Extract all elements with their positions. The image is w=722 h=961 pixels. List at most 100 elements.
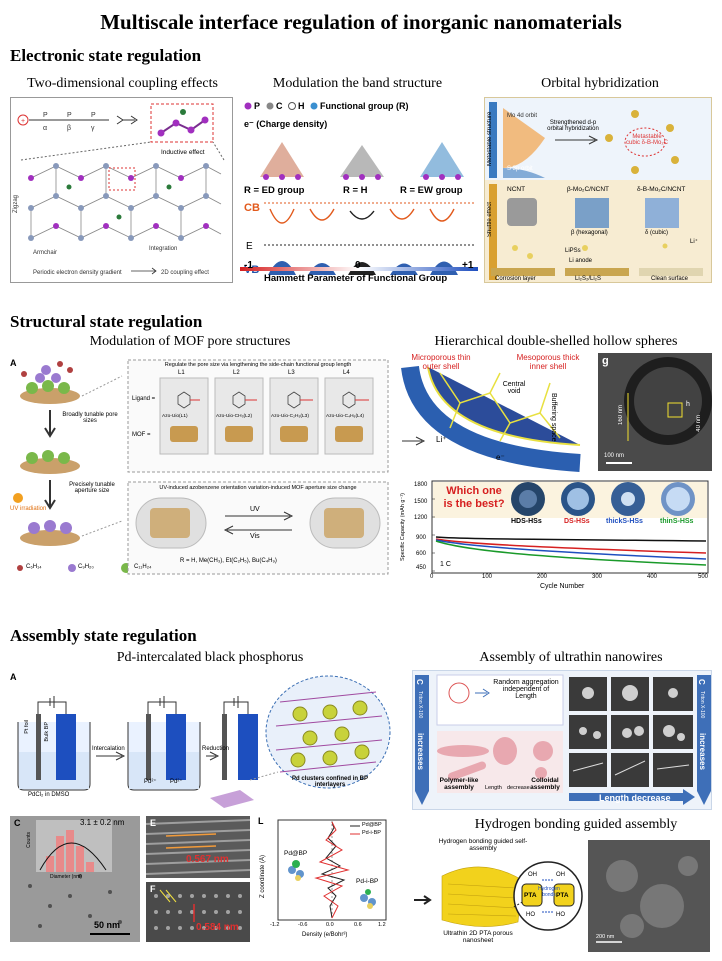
nw-colloidal: Colloidal assembly (530, 777, 560, 791)
page-title: Multiscale interface regulation of inorg… (100, 10, 622, 34)
pdcl2-label: PdCl₂ in DMSO (28, 792, 70, 798)
meso-label: Mesoporous thick inner shell (516, 353, 580, 371)
species-2: C₉H₂₀ (78, 564, 94, 570)
cb-label: CB (244, 202, 260, 214)
scale-max: +1 (462, 260, 474, 271)
metastable-label: Metastable structure (487, 111, 493, 167)
ytick-1800: 1800 (414, 482, 428, 488)
e-label-hollow: e⁻ (496, 453, 505, 462)
tem-d1: 160 nm (618, 405, 624, 426)
nw-decrease: decrease (507, 785, 530, 791)
ligand-eq-label: Ligand = (132, 396, 156, 402)
legend-charge: e⁻ (Charge density) (244, 119, 327, 129)
pd-density-plot: L Z coordinate (Å) Pd@BP Pd-i-BP Pd@BP P… (256, 816, 392, 946)
li-label: Li⁺ (690, 239, 698, 245)
section-heading-electronic: Electronic state regulation (10, 46, 202, 65)
bmo-label: β-Mo₂C/NCNT (567, 186, 610, 193)
hollow-diagram (401, 363, 585, 472)
cubic-label: Metastable cubic δ-B-Mo₂C (625, 134, 668, 146)
pd-l-xtick-1: -1.2 (270, 922, 280, 928)
beta-label: β (67, 125, 71, 132)
alpha-label: α (43, 125, 47, 132)
ligand-l1: L1 (178, 370, 185, 376)
ef-label: E (246, 241, 253, 252)
mof-eq-label: MOF = (132, 432, 151, 438)
hammett-gradient-bar (240, 267, 478, 271)
pd-l-ylabel: Z coordinate (Å) (260, 854, 266, 898)
pd-l-xtick-2: -0.6 (298, 922, 308, 928)
bulkbp-label: Bulk BP (44, 722, 50, 742)
strength-label: Strengthened d-p orbital hybridization (547, 120, 599, 132)
nw-ctriton-right: C (697, 679, 706, 685)
nw-ctriton-sub-left: Triton X-100 (417, 691, 423, 719)
inductive-label: Inductive effect (161, 149, 205, 156)
sphere-label-3: thickS-HSs (606, 518, 643, 525)
hbond-guided: Hydrogen bonding guided self-assembly (438, 838, 528, 852)
pd-hrtem-f: F 0.584 nm (146, 882, 250, 942)
gradient-label: Periodic electron density gradient (33, 270, 122, 276)
xtick-400: 400 (647, 574, 658, 580)
hollow-tem-image: g 160 nm 40 nm h 100 nm (598, 353, 712, 471)
xtick-500: 500 (698, 574, 709, 580)
subtitle-mof: Modulation of MOF pore structures (89, 334, 291, 349)
pd-diagram (17, 675, 391, 808)
pd-l-xtick-5: 1.2 (378, 922, 386, 928)
nw-random: Random aggregation independent of Length (493, 679, 559, 700)
tem-h: h (686, 401, 690, 408)
reduction-label: Reduction (202, 746, 230, 752)
armchair-label: Armchair (33, 250, 57, 256)
hammett-label: Hammett Parameter of Functional Group (264, 273, 448, 284)
broad-label: Broadly tunable pore sizes (62, 412, 118, 424)
pd-l-letter: L (258, 816, 264, 826)
band-diagram: P C H Functional group (R) e⁻ (Charge de… (244, 101, 476, 276)
capacity-chart-svg (431, 480, 709, 574)
ncnt-label: NCNT (507, 186, 526, 193)
band-figure: P C H Functional group (R) e⁻ (Charge de… (240, 97, 478, 287)
hbond-diagram (414, 840, 710, 952)
hollow-schematic: Microporous thin outer shell Mesoporous … (400, 353, 590, 473)
dmo-label: δ-B-Mo₂C/NCNT (637, 186, 686, 193)
xtick-0: 0 (430, 574, 434, 580)
pd2-label: Pd²⁺ (144, 779, 157, 785)
hbond-oh-1: OH (528, 872, 537, 878)
pd-c-ylabel: Counts (26, 832, 32, 848)
nw-ctriton-left: C (415, 679, 424, 685)
integration-label: Integration (149, 246, 177, 252)
subtitle-band: Modulation the band structure (272, 76, 443, 91)
pd-l-legend-2: Pd-i-BP (362, 830, 381, 836)
legend-p: P (254, 101, 260, 111)
group-h: R = H (343, 185, 368, 196)
pd-panel-letter: A (10, 672, 17, 682)
coupling2d-label: 2D coupling effect (161, 270, 209, 276)
mof-name-2: Azo-Uio-CH₃(L2) (216, 414, 253, 419)
nanowire-figure: C Triton X-100 increases C Triton X-100 … (412, 670, 712, 810)
pd-c-xlabel: Diameter (nm) (50, 874, 82, 880)
nw-length: Length (485, 785, 502, 791)
uv-label: UV (250, 506, 260, 513)
r-line: R = H, Me(CH₃), Et(C₂H₅), Bu(C₄H₉) (180, 558, 277, 564)
mo4d-label: Mo 4d orbit (507, 113, 538, 119)
clean-label: Clean surface (651, 276, 689, 282)
mof-name-4: Azo-Uio-C₄H₉(L4) (326, 414, 364, 419)
pd-l-xtick-3: 0.0 (326, 922, 334, 928)
ytick-900: 900 (416, 535, 427, 541)
hbond-scale: 200 nm (596, 934, 615, 940)
svg-text:+: + (21, 118, 25, 125)
legend-fg: Functional group (R) (320, 101, 408, 111)
section-heading-structural: Structural state regulation (10, 312, 203, 331)
pd-density-svg (277, 819, 387, 921)
hbond-figure: Hydrogen bonding guided self-assembly Ul… (412, 836, 712, 954)
xtick-200: 200 (537, 574, 548, 580)
pd-e-spacing: 0.567 nm (186, 854, 229, 865)
pd-l-xlabel: Density (e/Bohr³) (302, 932, 348, 938)
mof-figure: A Regulate the pore size via lengthening… (10, 356, 390, 586)
cub-label: δ (cubic) (645, 230, 669, 236)
rate-label: 1 C (440, 561, 451, 568)
hbond-oh-2: OH (556, 872, 565, 878)
buffer-label: Buffering space (550, 393, 557, 442)
section-heading-assembly: Assembly state regulation (10, 626, 197, 645)
capacity-ylabel: Specific Capacity (mAh g⁻¹) (400, 493, 406, 562)
ytick-1200: 1200 (414, 515, 428, 521)
sphere-label-1: HDS-HSs (511, 518, 542, 525)
